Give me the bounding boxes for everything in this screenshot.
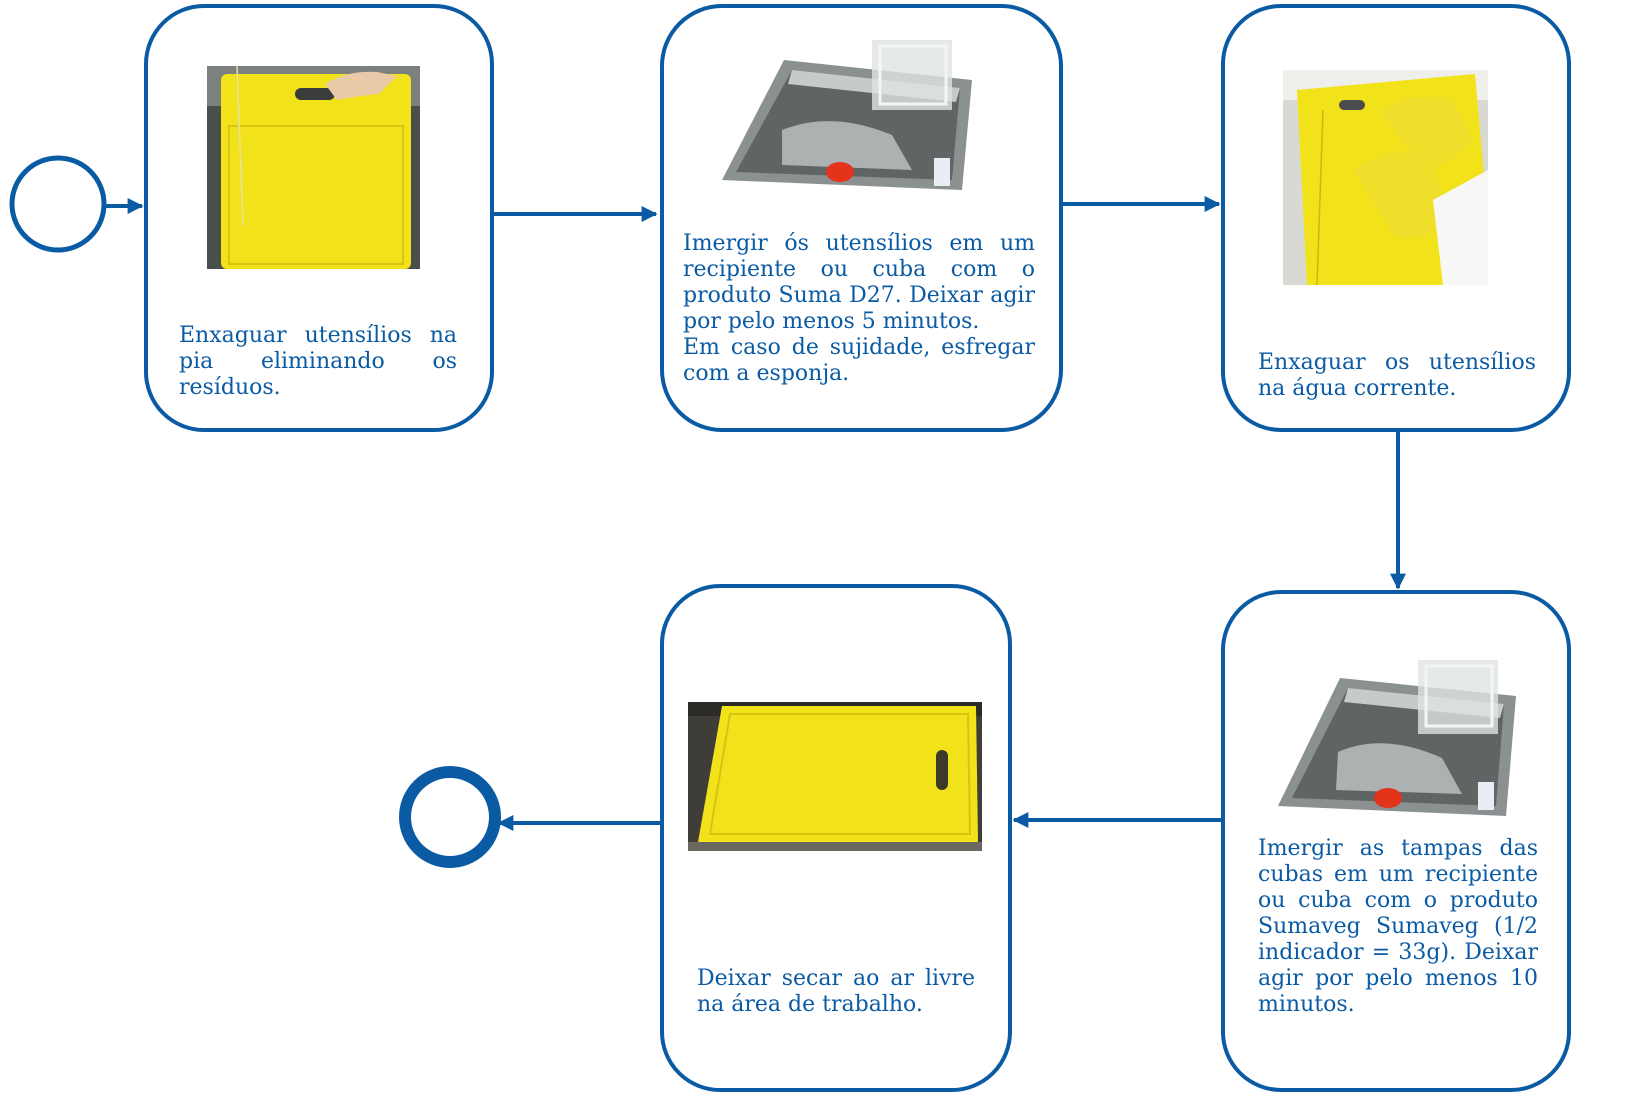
step-box-1 [144, 4, 494, 432]
step-2-text: Imergir ós utensílios em um recipiente o… [683, 231, 1035, 386]
step-box-4 [1221, 590, 1571, 1092]
step-box-5 [660, 584, 1012, 1092]
step-1-photo [207, 66, 420, 269]
step-4-text: Imergir as tampas das cubas em um recipi… [1258, 836, 1538, 1017]
step-5-text: Deixar secar ao ar livre na área de trab… [697, 966, 975, 1017]
end-event [399, 766, 501, 868]
step-2-photo [722, 40, 977, 195]
step-4-photo [1278, 660, 1521, 820]
step-3-photo [1283, 70, 1488, 285]
step-3-text: Enxaguar os utensílios na água corrente. [1258, 350, 1536, 401]
step-5-photo [688, 702, 982, 851]
step-box-2 [660, 4, 1063, 432]
step-1-text: Enxaguar utensílios na pia eliminando os… [179, 323, 457, 400]
start-event [9, 155, 107, 253]
